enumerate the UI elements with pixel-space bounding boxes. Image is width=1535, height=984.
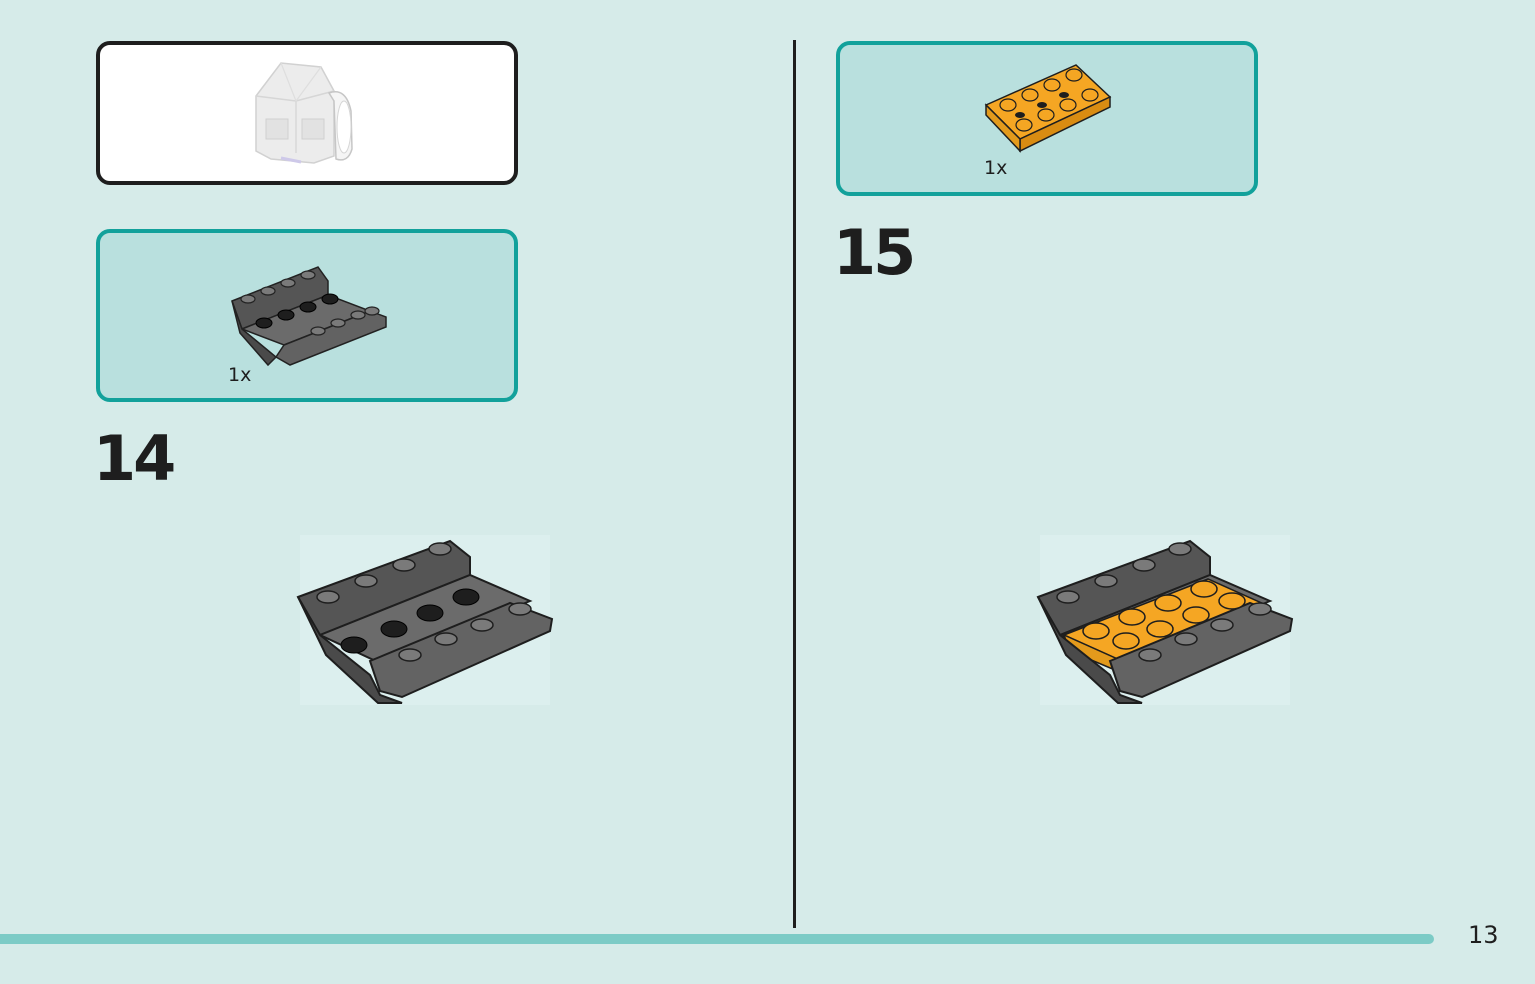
dark-gray-inverted-slope-brick-icon <box>231 266 387 367</box>
parts-list-step-14: 1x <box>96 229 518 402</box>
reference-model-box <box>96 41 518 185</box>
orange-technic-plate-icon <box>984 64 1112 153</box>
step-number: 14 <box>93 422 176 495</box>
reference-model-image <box>255 62 353 164</box>
step-15-assembly-image <box>1036 535 1294 705</box>
footer-bar <box>0 934 1434 944</box>
part-quantity: 1x <box>984 157 1008 179</box>
page-number: 13 <box>1468 921 1499 949</box>
parts-list-step-15: 1x <box>836 41 1258 196</box>
page-divider <box>793 40 796 928</box>
step-number: 15 <box>833 216 916 289</box>
part-quantity: 1x <box>228 364 252 386</box>
step-14-assembly-image <box>296 535 554 705</box>
